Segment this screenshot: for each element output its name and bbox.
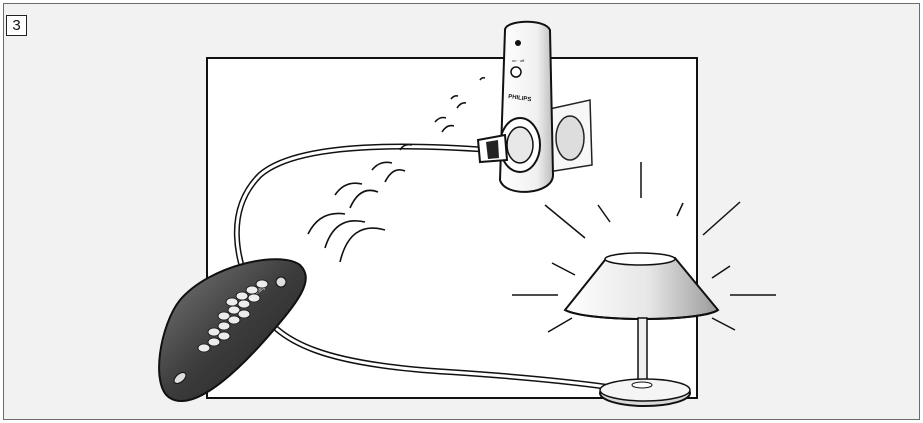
wall-panel — [207, 58, 697, 398]
svg-text:on · off: on · off — [512, 58, 525, 63]
